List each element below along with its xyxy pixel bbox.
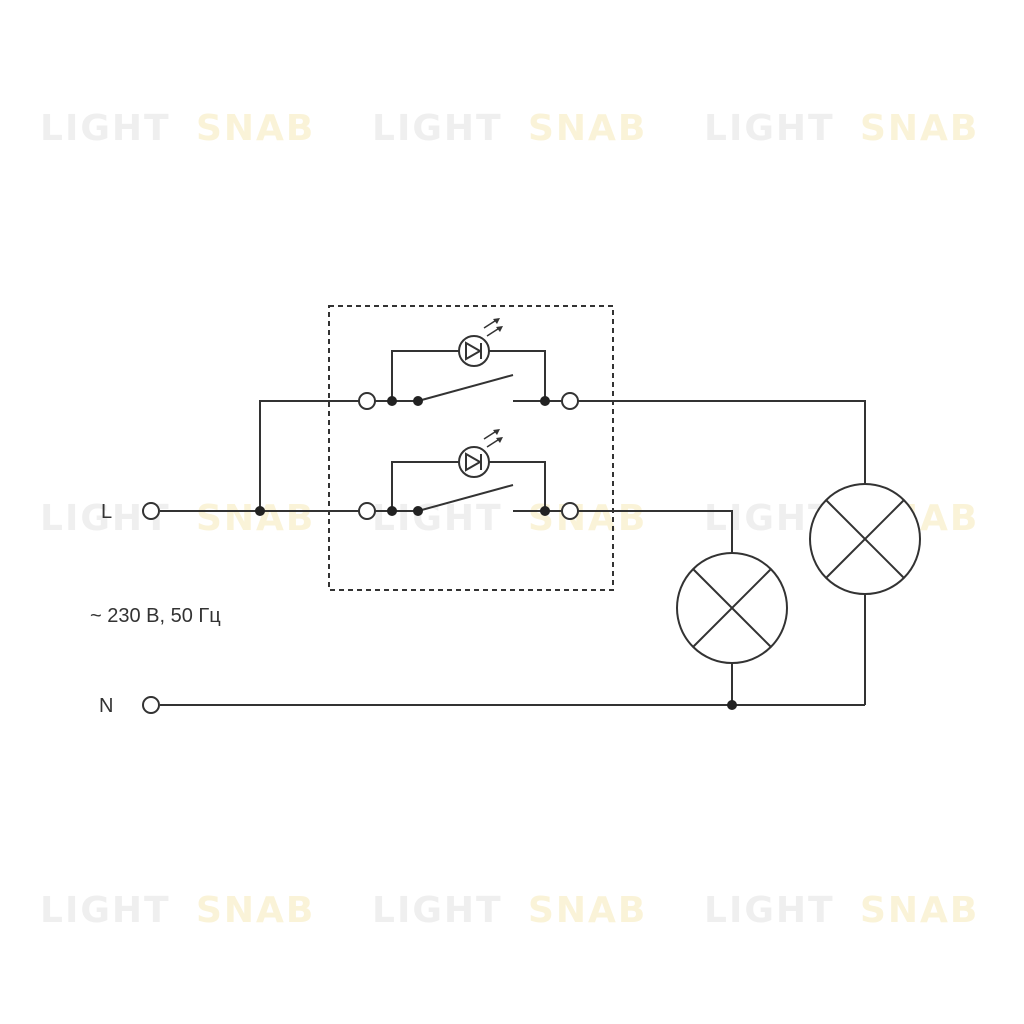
terminal-lower-out bbox=[561, 502, 579, 520]
watermark-snab: SNAB bbox=[528, 108, 647, 149]
watermark-snab: SNAB bbox=[860, 108, 979, 149]
watermark: LIGHT SNAB bbox=[372, 108, 647, 149]
terminal-n bbox=[142, 696, 160, 714]
watermark-light: LIGHT bbox=[372, 498, 503, 539]
junction-dot bbox=[413, 396, 423, 406]
watermark-light: LIGHT bbox=[704, 890, 835, 931]
terminal-upper-out bbox=[561, 392, 579, 410]
junction-dot bbox=[540, 506, 550, 516]
watermark-snab: SNAB bbox=[528, 498, 647, 539]
watermark-snab: SNAB bbox=[196, 498, 315, 539]
watermark-snab: SNAB bbox=[196, 108, 315, 149]
upper-switch-blade bbox=[417, 374, 514, 402]
lamp-2-icon bbox=[809, 483, 921, 595]
watermark-light: LIGHT bbox=[40, 890, 171, 931]
watermark-light: LIGHT bbox=[372, 890, 503, 931]
lower-led-icon bbox=[458, 429, 503, 478]
watermark: LIGHT SNAB bbox=[372, 498, 647, 539]
terminal-lower-in bbox=[358, 502, 376, 520]
watermark-snab: SNAB bbox=[860, 890, 979, 931]
watermark-snab: SNAB bbox=[196, 890, 315, 931]
junction-dot bbox=[387, 506, 397, 516]
junction-dot bbox=[387, 396, 397, 406]
upper-led-icon bbox=[458, 318, 503, 367]
wire-to-lamp-2 bbox=[578, 400, 866, 484]
junction-dot bbox=[413, 506, 423, 516]
junction-dot bbox=[540, 396, 550, 406]
watermark-snab: SNAB bbox=[528, 890, 647, 931]
label-supply: ~ 230 В, 50 Гц bbox=[90, 605, 221, 627]
watermark: LIGHT SNAB bbox=[40, 498, 315, 539]
watermark: LIGHT SNAB bbox=[40, 108, 315, 149]
terminal-l bbox=[142, 502, 160, 520]
lower-switch-blade bbox=[417, 484, 514, 512]
terminal-upper-in bbox=[358, 392, 376, 410]
label-neutral: N bbox=[99, 695, 113, 717]
watermark: LIGHT SNAB bbox=[704, 108, 979, 149]
watermark: LIGHT SNAB bbox=[704, 890, 979, 931]
watermark-light: LIGHT bbox=[40, 108, 171, 149]
junction-dots bbox=[255, 396, 737, 710]
watermark-light: LIGHT bbox=[372, 108, 503, 149]
switch-housing bbox=[328, 305, 614, 591]
watermark: LIGHT SNAB bbox=[372, 890, 647, 931]
wire-to-lamp-1 bbox=[578, 510, 733, 553]
label-line: L bbox=[101, 501, 112, 523]
watermark: LIGHT SNAB bbox=[40, 890, 315, 931]
watermark-layer: LIGHT SNAB LIGHT SNAB LIGHT SNAB LIGHT S… bbox=[40, 108, 979, 931]
watermark-light: LIGHT bbox=[704, 108, 835, 149]
lamp-1-icon bbox=[676, 552, 788, 664]
junction-dot bbox=[727, 700, 737, 710]
wire-l-riser bbox=[259, 400, 360, 511]
junction-dot bbox=[255, 506, 265, 516]
